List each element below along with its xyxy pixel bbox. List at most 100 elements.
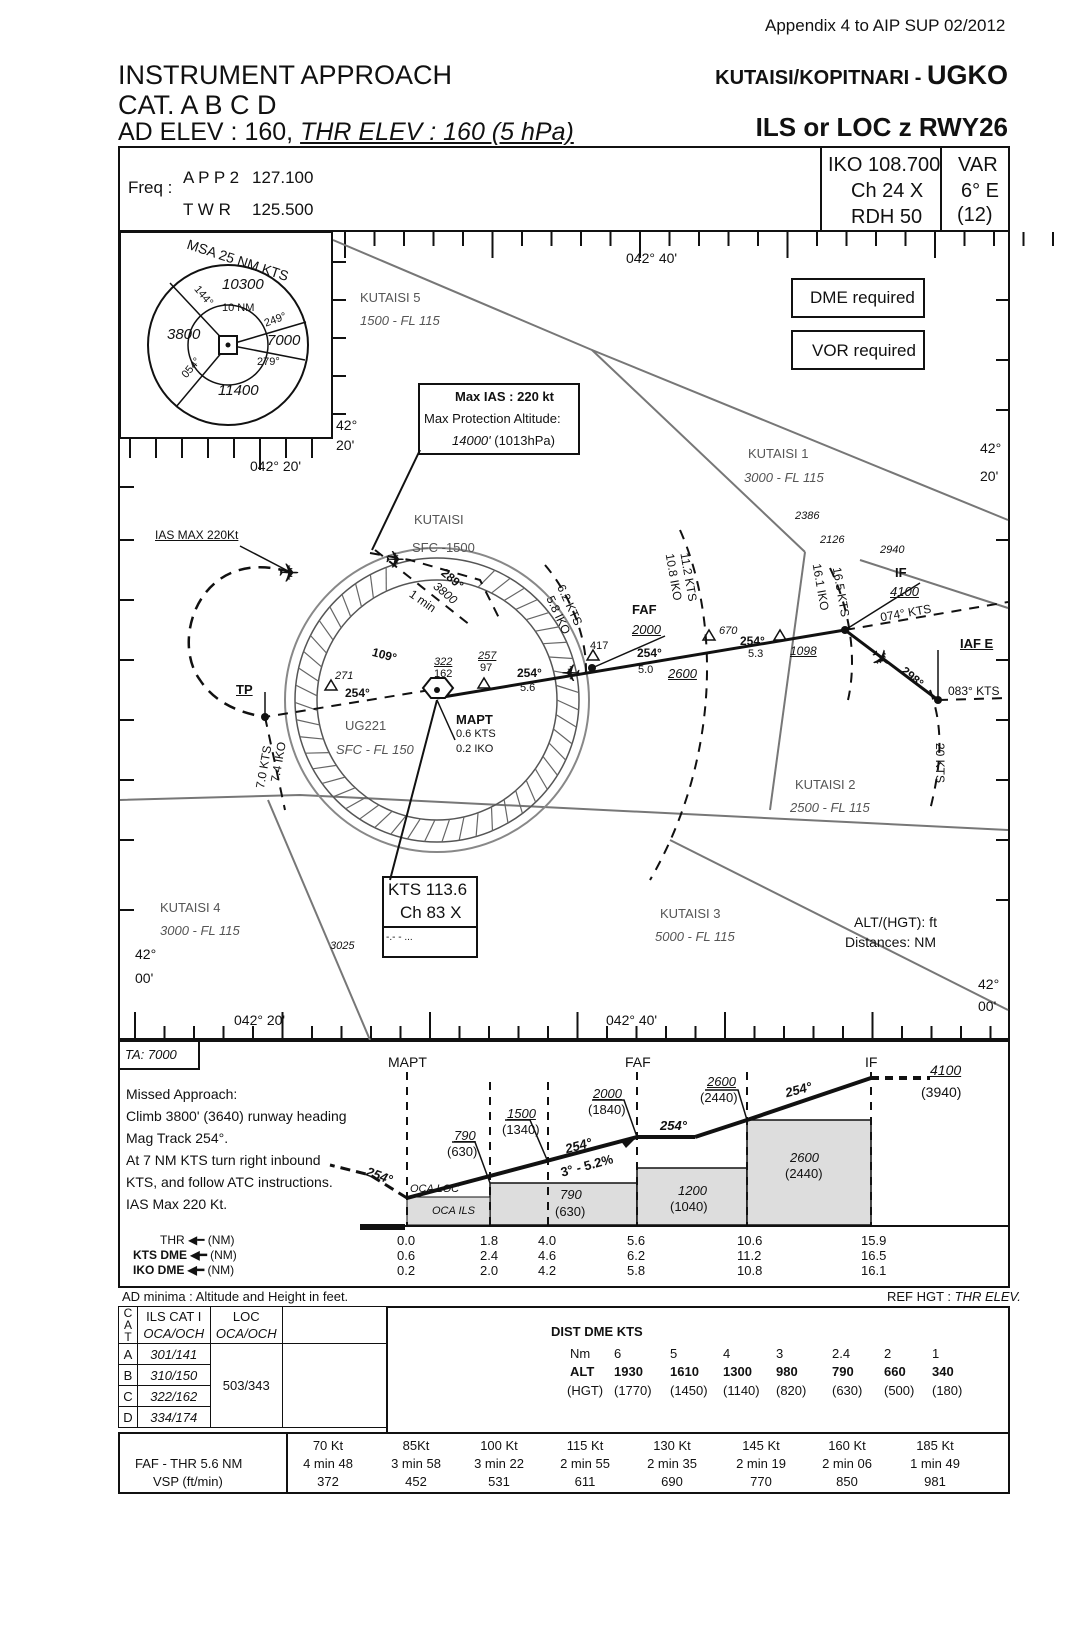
inset-lon: 042° 20' (250, 458, 302, 474)
kts-vor-channel: Ch 83 X (400, 903, 462, 922)
max-protection-alt: 14000' (1013hPa) (452, 433, 555, 448)
hatch-stroke (441, 819, 451, 843)
speed-kt-value: 100 Kt (480, 1438, 518, 1453)
row-kts-label: KTS DME ◀━ (NM) (133, 1248, 237, 1262)
distance-value: 4.0 (538, 1233, 557, 1248)
cat-c: C (118, 1385, 138, 1407)
kts-morse: -.- - ... (386, 932, 413, 943)
obst-257: 257 (478, 650, 497, 662)
obst-2126: 2126 (820, 534, 845, 546)
track-254-final: 254° (637, 646, 662, 660)
hatch-stroke (503, 799, 509, 824)
dist-note: Distances: NM (845, 934, 937, 950)
speed-vsp-value: 531 (488, 1474, 510, 1489)
ils-channel: Ch 24 X (851, 180, 924, 202)
elevation-label: AD ELEV : 160, THR ELEV : 160 (5 hPa) (118, 118, 574, 147)
speed-divider (286, 1432, 288, 1494)
distance-value: 4.6 (538, 1248, 557, 1263)
dist-dme-value: 1300 (723, 1364, 752, 1379)
profile-hgt-2440: (2440) (700, 1090, 738, 1105)
hatch-stroke (491, 577, 511, 594)
distance-value: 5.6 (627, 1233, 646, 1248)
cat-header: C A T (118, 1306, 138, 1344)
msa-brg-279: 279° (257, 356, 280, 368)
sector-2-alt: 2500 - FL 115 (790, 800, 870, 815)
speed-kt-value: 145 Kt (742, 1438, 780, 1453)
obst-271: 271 (335, 670, 354, 682)
ref-value: THR ELEV. (954, 1289, 1021, 1304)
distance-value: 6.2 (627, 1248, 646, 1263)
hatch-stroke (477, 569, 496, 588)
distance-value: 1.8 (480, 1233, 499, 1248)
hatch-stroke (556, 699, 579, 711)
ug221-name: UG221 (345, 718, 387, 733)
block-1-alt: 790 (560, 1187, 582, 1202)
distance-value: 0.2 (397, 1263, 416, 1278)
obst-2940: 2940 (880, 544, 905, 556)
ils-a: 301/141 (137, 1343, 211, 1365)
profile-if-alt: 4100 (930, 1062, 962, 1078)
bottom-lon-20: 042° 20' (234, 1012, 286, 1028)
hatch-stroke (503, 587, 525, 602)
profile-alt-2600: 2600 (707, 1074, 736, 1089)
dist-dme-value: 3 (776, 1346, 784, 1361)
dist-dme-value: 5 (670, 1346, 678, 1361)
speed-time-value: 2 min 55 (560, 1456, 610, 1471)
category-label: CAT. A B C D (118, 90, 277, 120)
profile-mapt: MAPT (388, 1054, 427, 1070)
svg-text:✈: ✈ (278, 558, 300, 588)
kts-vor-freq: KTS 113.6 (388, 880, 468, 899)
ctr-name: KUTAISI (414, 512, 464, 527)
chart-title: INSTRUMENT APPROACH (118, 60, 453, 90)
dist-dme-value: 1 (932, 1346, 940, 1361)
sector-5-name: KUTAISI 5 (360, 290, 421, 305)
obst-2386: 2386 (795, 510, 820, 522)
profile-alt-1500: 1500 (507, 1106, 536, 1121)
dist-hgt-label: (HGT) (567, 1383, 604, 1398)
speed-vsp-value: 690 (661, 1474, 683, 1489)
speed-vsp-value: 981 (924, 1474, 946, 1489)
hatch-stroke (318, 620, 334, 641)
track-254-mid: 254° (740, 634, 765, 648)
ias-max: IAS MAX 220Kt (155, 528, 239, 542)
dist-dme-value: (180) (932, 1383, 963, 1398)
alt-1098: 1098 (790, 644, 817, 658)
hatch-stroke (390, 815, 407, 835)
hatch-stroke (406, 818, 421, 840)
rdh: RDH 50 (851, 206, 923, 228)
speed-kt-value: 70 Kt (312, 1438, 344, 1453)
distance-value: 5.8 (627, 1263, 646, 1278)
vsp-label: VSP (ft/min) (153, 1474, 223, 1489)
speed-kt-value: 85Kt (402, 1438, 430, 1453)
app-freq: 127.100 (252, 168, 314, 187)
cat-a: A (118, 1343, 138, 1365)
ils-d: 334/174 (137, 1406, 211, 1428)
dme-required: DME required (810, 288, 915, 307)
tp-label: TP (236, 682, 253, 697)
if-alt: 4100 (890, 584, 919, 599)
obst-322: 322 (434, 656, 453, 668)
iko-label: IKO DME (133, 1263, 185, 1277)
max-alt: 14000' (452, 433, 491, 448)
dist-dme-value: (1140) (723, 1383, 760, 1398)
svg-text:✈: ✈ (561, 658, 581, 685)
if-label: IF (895, 565, 907, 580)
hatch-stroke (555, 714, 577, 728)
ctr-alt: SFC -1500 (412, 540, 475, 555)
ma-line-4: KTS, and follow ATC instructions. (126, 1174, 333, 1190)
ils-b: 310/150 (137, 1364, 211, 1386)
hatch-stroke (354, 583, 363, 607)
left-lat-00-min: 00' (135, 970, 154, 986)
hatch-stroke (310, 635, 327, 654)
sector-4-alt: 3000 - FL 115 (160, 923, 240, 938)
sector-5-alt: 1500 - FL 115 (360, 313, 440, 328)
hatch-stroke (296, 719, 320, 726)
obst-417: 417 (590, 640, 609, 652)
mapt-iko: 0.2 IKO (456, 743, 494, 755)
thr-label: THR (160, 1233, 185, 1247)
dist-5-0: 5.0 (638, 664, 654, 676)
dist-dme-value: 980 (776, 1364, 798, 1379)
kts-nm: (NM) (210, 1248, 237, 1262)
hatch-stroke (312, 764, 337, 770)
hatch-stroke (345, 796, 367, 810)
